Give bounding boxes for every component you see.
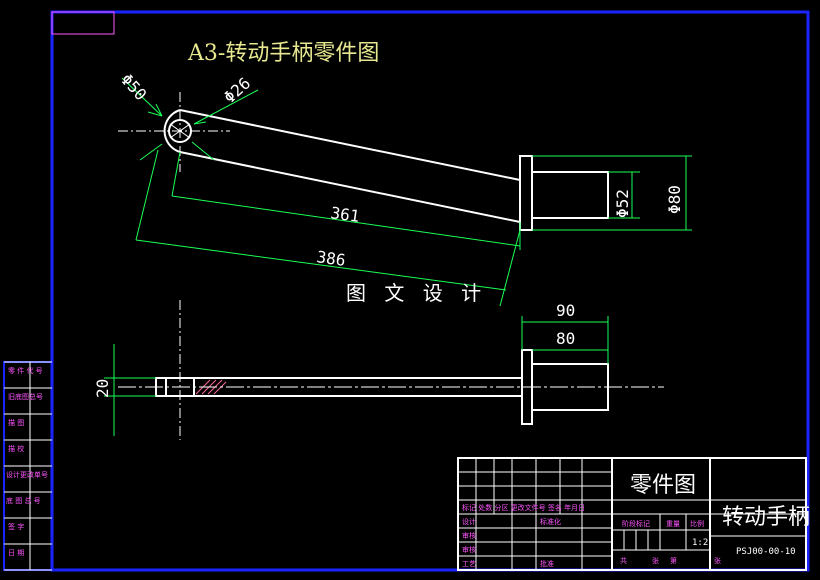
tb-sheet-label: 张 bbox=[652, 556, 659, 565]
tb-page-label2: 张 bbox=[714, 556, 721, 565]
tb-stage-label: 阶段标记 bbox=[622, 519, 650, 528]
side-row-2: 描 图 bbox=[8, 418, 24, 427]
center-lines-side bbox=[118, 300, 664, 440]
dim-width-90: 90 bbox=[556, 301, 575, 320]
dimensions-side bbox=[104, 316, 609, 436]
side-row-3: 描 校 bbox=[8, 444, 24, 453]
tb-part-drawing-label: 零件图 bbox=[630, 473, 696, 498]
dim-dia-hub-large: Φ80 bbox=[665, 185, 684, 214]
tb-row-review: 审核 bbox=[462, 531, 476, 540]
drawing-title: A3-转动手柄零件图 bbox=[187, 41, 379, 66]
tb-row-design: 设计 bbox=[462, 517, 476, 526]
side-row-6: 签 字 bbox=[8, 522, 24, 531]
tb-scale-value: 1:2 bbox=[692, 538, 708, 548]
handle-top-view bbox=[163, 109, 609, 231]
dim-dia-hub-small: Φ52 bbox=[613, 189, 632, 218]
dim-dia-inner-eye: Φ26 bbox=[220, 74, 254, 107]
tb-row-approve: 批准 bbox=[540, 559, 554, 568]
tb-weight-label: 重量 bbox=[666, 520, 680, 528]
dim-thickness-20: 20 bbox=[93, 379, 112, 398]
title-block bbox=[457, 457, 807, 571]
tb-part-name: 转动手柄 bbox=[722, 505, 810, 530]
tb-scale-label: 比例 bbox=[690, 519, 704, 528]
side-row-5: 底 图 总 号 bbox=[6, 496, 41, 505]
tb-page-label: 第 bbox=[670, 556, 677, 565]
dim-width-80: 80 bbox=[556, 329, 575, 348]
tb-drawing-number: PSJ00-00-10 bbox=[736, 547, 796, 557]
tb-row-standard: 标准化 bbox=[540, 517, 561, 526]
tb-row-check: 审核 bbox=[462, 545, 476, 554]
dim-length-361: 361 bbox=[329, 203, 360, 226]
side-row-7: 日 期 bbox=[8, 549, 24, 557]
side-row-1: 旧底图总号 bbox=[8, 392, 43, 401]
tb-total-label: 共 bbox=[620, 556, 627, 565]
side-row-4: 设计更改单号 bbox=[6, 470, 48, 479]
tb-row-process: 工艺 bbox=[462, 560, 476, 568]
side-row-0: 零 件 代 号 bbox=[8, 366, 43, 375]
tb-header-row: 标记 处数 分区 更改文件号 签名 年月日 bbox=[462, 503, 585, 512]
dimensions-top bbox=[121, 77, 692, 307]
center-lines-top bbox=[118, 92, 230, 172]
dim-dia-outer-eye: Φ50 bbox=[117, 70, 150, 104]
side-table bbox=[4, 361, 52, 571]
dim-length-386: 386 bbox=[315, 247, 346, 270]
watermark-text: 图 文 设 计 bbox=[346, 281, 487, 305]
